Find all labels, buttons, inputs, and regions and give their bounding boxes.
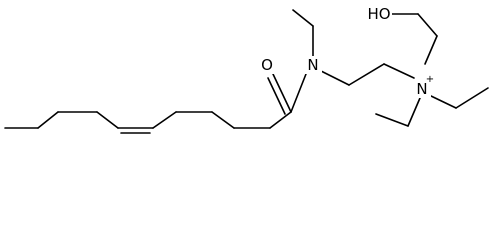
bond-nitrogen-linker [320, 70, 350, 86]
ethylene-linker [348, 63, 415, 86]
bond-c3-c2 [211, 111, 235, 129]
ammonium-charge-label: + [426, 74, 434, 85]
ammonium-group [375, 13, 489, 127]
bond-ammonium-ethyl-down [407, 97, 421, 127]
hydroxyl-label: HO [367, 5, 390, 23]
bond-c9-c8 [37, 111, 59, 129]
bond-ethyl-down-methyl [375, 113, 409, 127]
bond-linker [348, 63, 385, 86]
bond-c7-c6 [96, 111, 119, 129]
decenyl-chain [4, 111, 292, 134]
bond-hydroxyethyl [417, 13, 438, 37]
bond-carbonyl-oxygen [272, 73, 292, 113]
ammonium-nitrogen-mask [413, 80, 431, 98]
carbonyl-oxygen-mask [258, 56, 276, 74]
ammonium-nitrogen-label: N [416, 80, 427, 98]
bond-ethyl-methyl [292, 9, 314, 27]
bond-ammonium-hydroxyethyl [424, 35, 438, 65]
carbonyl-oxygen-label: O [261, 56, 273, 74]
bond-carbonyl-nitrogen [290, 73, 307, 113]
bond-ammonium-ethyl-right [430, 95, 457, 109]
hydroxyl-mask [366, 5, 392, 23]
bond-carbonyl-oxygen-double [267, 77, 286, 115]
bond-c5-c4 [152, 111, 177, 129]
bond-linker-ammonium [383, 63, 415, 79]
amide-nitrogen-mask [304, 56, 322, 74]
structure-diagram: O N N + HO [4, 5, 489, 134]
bond-ethyl-right-methyl [455, 87, 489, 109]
amide-nitrogen-label: N [307, 56, 318, 74]
bond-c1-carbonyl [269, 111, 292, 129]
atom-labels: O N N + HO [258, 5, 434, 98]
amide-group [267, 9, 350, 115]
